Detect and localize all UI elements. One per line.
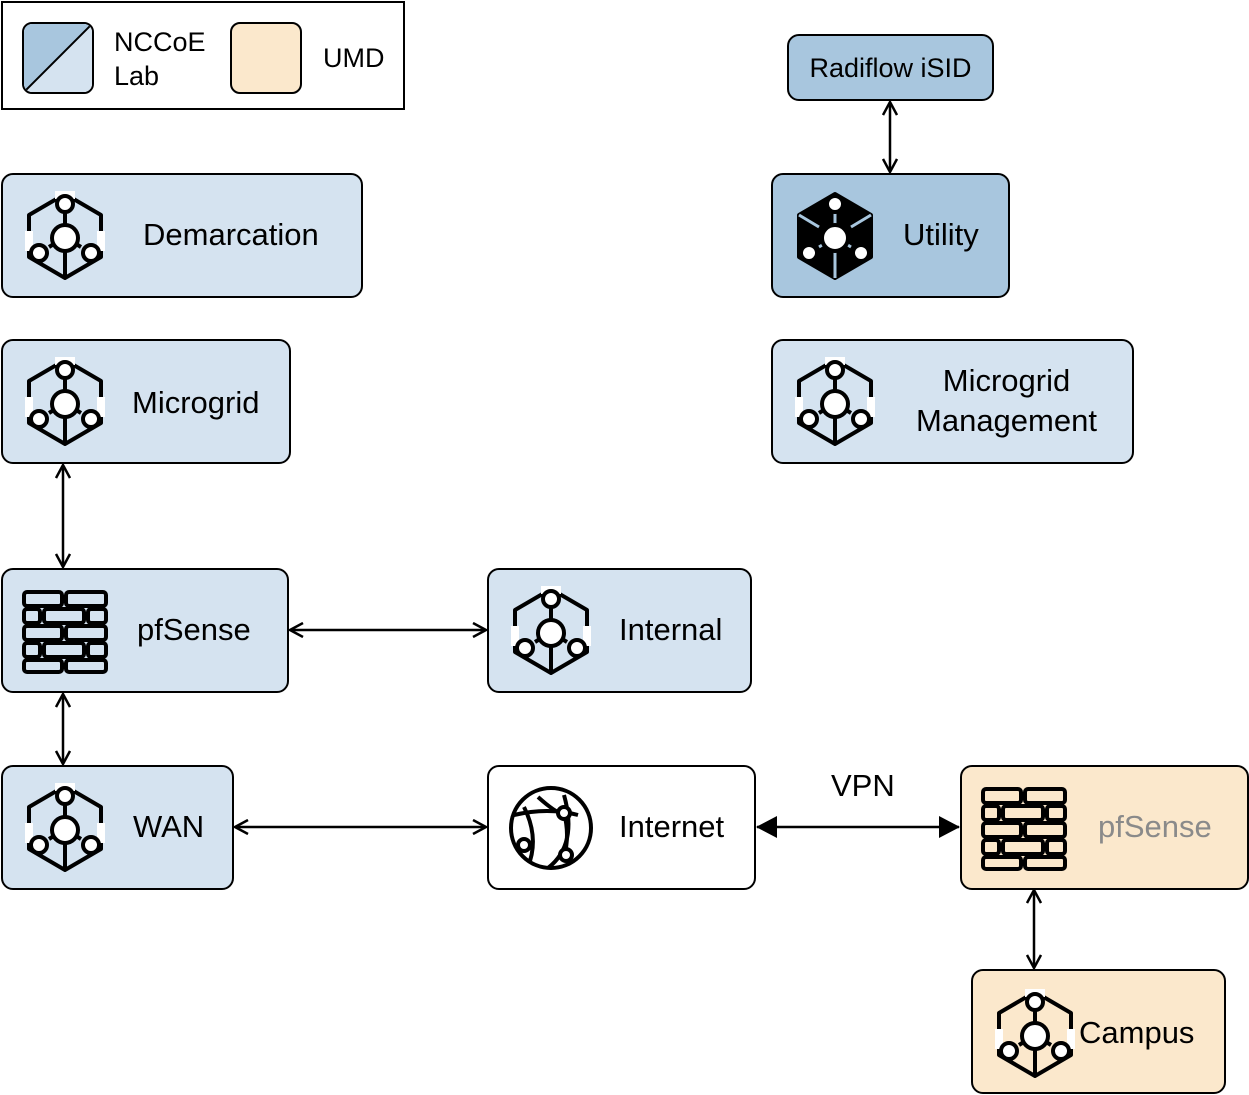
node-label: Radiflow iSID	[809, 53, 972, 83]
node-label: Internal	[619, 612, 723, 647]
node-campus[interactable]: Campus	[971, 969, 1226, 1094]
network-hub-icon	[25, 357, 105, 447]
legend-swatch-umd	[230, 22, 302, 94]
firewall-icon	[22, 590, 108, 674]
node-internal[interactable]: Internal	[487, 568, 752, 693]
firewall-icon	[981, 787, 1067, 871]
node-label: pfSense	[1098, 809, 1212, 844]
node-label: Utility	[903, 217, 979, 252]
node-label: pfSense	[137, 612, 251, 647]
globe-icon	[508, 785, 594, 871]
node-wan[interactable]: WAN	[1, 765, 234, 890]
node-label: Campus	[1079, 1015, 1195, 1050]
node-pfsense-nccoe[interactable]: pfSense	[1, 568, 289, 693]
legend-label-umd: UMD	[323, 43, 385, 73]
vpn-label: VPN	[831, 768, 895, 803]
node-label: Microgrid	[132, 385, 260, 420]
node-label: Demarcation	[143, 217, 319, 252]
network-hub-icon	[795, 357, 875, 447]
legend: NCCoE Lab UMD	[1, 1, 405, 110]
node-microgrid[interactable]: Microgrid	[1, 339, 291, 464]
network-hub-icon	[25, 191, 105, 281]
legend-swatch-nccoe	[22, 22, 94, 94]
node-pfsense-umd[interactable]: pfSense	[960, 765, 1249, 890]
network-hub-filled-icon	[795, 191, 875, 281]
node-label: Internet	[619, 809, 725, 844]
node-label: Microgrid Management	[916, 363, 1097, 438]
network-hub-icon	[511, 586, 591, 676]
node-microgrid-management[interactable]: Microgrid Management	[771, 339, 1134, 464]
network-hub-icon	[995, 989, 1075, 1079]
node-internet[interactable]: Internet	[487, 765, 756, 890]
node-label: WAN	[133, 809, 205, 844]
network-hub-icon	[25, 783, 105, 873]
legend-label-nccoe: NCCoE Lab	[114, 27, 206, 91]
node-demarcation[interactable]: Demarcation	[1, 173, 363, 298]
node-utility[interactable]: Utility	[771, 173, 1010, 298]
node-radiflow-isid[interactable]: Radiflow iSID	[787, 34, 994, 101]
